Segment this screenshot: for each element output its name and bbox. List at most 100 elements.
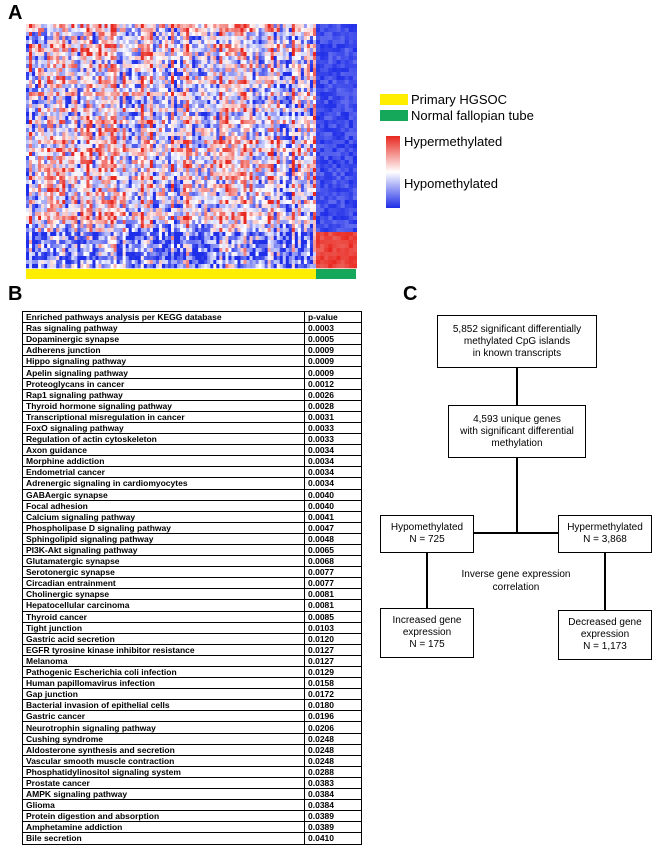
panel-letter-a: A <box>8 2 23 24</box>
pvalue-cell: 0.0383 <box>304 776 362 790</box>
pathway-name-cell: Adrenergic signaling in cardiomyocytes <box>22 477 305 490</box>
legend-primary-label: Primary HGSOC <box>411 92 508 107</box>
pvalue-cell: 0.0034 <box>304 455 362 468</box>
pvalue-cell: 0.0127 <box>304 643 362 656</box>
flow-text: methylation <box>491 437 543 449</box>
flow-connector <box>516 458 518 533</box>
flow-text: Increased gene <box>392 615 462 626</box>
legend-gradient-bar <box>386 136 400 208</box>
flow-text: 5,852 significant differentially <box>452 323 582 335</box>
pathway-name-cell: Rap1 signaling pathway <box>22 388 305 401</box>
pvalue-cell: 0.0065 <box>304 543 362 557</box>
pvalue-cell: 0.0047 <box>304 521 362 534</box>
pathway-name-cell: Morphine addiction <box>22 455 305 468</box>
pathway-name-cell: Bile secretion <box>22 832 305 845</box>
heatmap-cells <box>26 24 357 269</box>
pvalue-cell: 0.0041 <box>304 510 362 523</box>
pathway-name-cell: Cholinergic synapse <box>22 588 305 601</box>
pathway-name-cell: Gastric acid secretion <box>22 632 305 645</box>
pvalue-cell: 0.0410 <box>304 832 362 845</box>
pvalue-cell: 0.0077 <box>304 566 362 579</box>
pathway-name-cell: PI3K-Akt signaling pathway <box>22 543 305 557</box>
legend-hypo-label: Hypomethylated <box>404 176 498 191</box>
flow-text: 4,593 unique genes <box>473 413 561 425</box>
pathway-name-cell: Prostate cancer <box>22 776 305 790</box>
flow-text: N = 1,173 <box>583 641 627 652</box>
pvalue-cell: 0.0180 <box>304 699 362 712</box>
pathway-name-cell: Tight junction <box>22 621 305 634</box>
pvalue-cell: 0.0034 <box>304 477 362 490</box>
pvalue-cell: 0.0389 <box>304 810 362 823</box>
flow-text: Inverse gene expression <box>461 569 571 580</box>
pathway-name-cell: Adherens junction <box>22 344 305 357</box>
legend-normal-swatch <box>380 110 408 121</box>
flow-text: Hypomethylated <box>390 522 464 533</box>
pathway-name-cell: Phosphatidylinositol signaling system <box>22 765 305 778</box>
panel-letter-c: C <box>403 283 418 305</box>
pvalue-cell: 0.0028 <box>304 399 362 412</box>
pathway-name-cell: Serotonergic synapse <box>22 566 305 579</box>
pvalue-cell: 0.0026 <box>304 388 362 401</box>
flow-connector <box>474 532 558 534</box>
pvalue-cell: 0.0206 <box>304 721 362 734</box>
pvalue-cell: 0.0085 <box>304 610 362 623</box>
pathway-name-cell: Human papillomavirus infection <box>22 677 305 690</box>
heatmap-tumor-annotation-bar <box>26 269 316 279</box>
pvalue-cell: 0.0031 <box>304 410 362 423</box>
flow-text: Hypermethylated <box>567 522 643 533</box>
pathway-name-cell: Aldosterone synthesis and secretion <box>22 743 305 756</box>
pvalue-cell: 0.0068 <box>304 555 362 568</box>
pathway-name-cell: Hippo signaling pathway <box>22 355 305 368</box>
pvalue-cell: 0.0034 <box>304 466 362 479</box>
flow-text: N = 725 <box>409 534 445 545</box>
pvalue-cell: 0.0081 <box>304 588 362 601</box>
pathway-name-cell: Phospholipase D signaling pathway <box>22 521 305 534</box>
pathway-name-cell: Melanoma <box>22 654 305 668</box>
pvalue-cell: 0.0033 <box>304 433 362 446</box>
pvalue-cell: 0.0009 <box>304 366 362 379</box>
pathway-name-cell: Cushing syndrome <box>22 732 305 745</box>
flow-text: correlation <box>492 582 540 593</box>
pathway-name-cell: Amphetamine addiction <box>22 821 305 834</box>
pvalue-cell: 0.0009 <box>304 355 362 368</box>
pvalue-cell: 0.0172 <box>304 688 362 701</box>
pathway-name-cell: Sphingolipid signaling pathway <box>22 532 305 545</box>
pvalue-cell: 0.0081 <box>304 599 362 612</box>
legend-normal-label: Normal fallopian tube <box>411 108 534 123</box>
pathway-name-cell: Pathogenic Escherichia coli infection <box>22 665 305 679</box>
heatmap-canvas <box>26 24 357 279</box>
pvalue-cell: 0.0127 <box>304 654 362 668</box>
flow-text: with significant differential <box>460 425 574 437</box>
pvalue-cell: 0.0048 <box>304 532 362 545</box>
pathway-name-cell: Circadian entrainment <box>22 577 305 590</box>
pvalue-cell: 0.0033 <box>304 421 362 435</box>
flow-text: expression <box>580 629 630 640</box>
pathway-name-cell: Vascular smooth muscle contraction <box>22 754 305 767</box>
pvalue-cell: 0.0288 <box>304 765 362 778</box>
pvalue-cell: 0.0009 <box>304 344 362 357</box>
pathway-name-cell: Gap junction <box>22 688 305 701</box>
